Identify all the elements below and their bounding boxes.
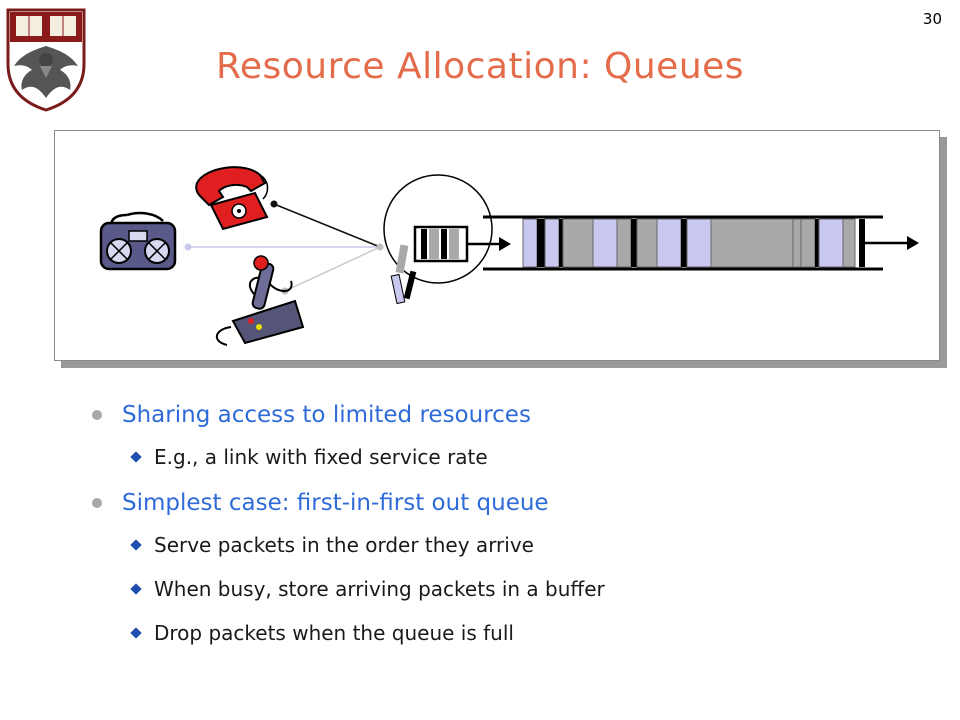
bullet-item: Sharing access to limited resources <box>88 395 948 435</box>
sub-bullet-text: Serve packets in the order they arrive <box>154 533 534 557</box>
bullet-text: Sharing access to limited resources <box>122 402 531 428</box>
diamond-bullet-icon <box>130 539 142 551</box>
slide-title: Resource Allocation: Queues <box>215 46 745 87</box>
slide-number: 30 <box>922 10 942 28</box>
queue-diagram <box>54 130 940 361</box>
telephone-icon <box>195 166 269 231</box>
university-crest-icon <box>4 6 88 112</box>
sub-bullet-item: E.g., a link with fixed service rate <box>88 435 948 479</box>
bullet-dot-icon <box>92 498 102 508</box>
diamond-bullet-icon <box>130 451 142 463</box>
router-buffer-icon <box>383 174 511 305</box>
diamond-bullet-icon <box>130 627 142 639</box>
link-pipe <box>483 215 883 271</box>
bullet-text: Simplest case: first-in-first out queue <box>122 490 549 516</box>
sub-bullet-text: Drop packets when the queue is full <box>154 621 514 645</box>
boombox-icon <box>99 211 177 271</box>
sub-bullet-item: Drop packets when the queue is full <box>88 611 948 655</box>
sub-bullet-item: Serve packets in the order they arrive <box>88 523 948 567</box>
diamond-bullet-icon <box>130 583 142 595</box>
sub-bullet-text: E.g., a link with fixed service rate <box>154 445 488 469</box>
bullet-list: Sharing access to limited resources E.g.… <box>88 395 948 655</box>
joystick-icon <box>216 255 305 346</box>
bullet-item: Simplest case: first-in-first out queue <box>88 483 948 523</box>
bullet-dot-icon <box>92 410 102 420</box>
sub-bullet-item: When busy, store arriving packets in a b… <box>88 567 948 611</box>
sub-bullet-text: When busy, store arriving packets in a b… <box>154 577 605 601</box>
outgoing-arrow-icon <box>865 236 919 250</box>
